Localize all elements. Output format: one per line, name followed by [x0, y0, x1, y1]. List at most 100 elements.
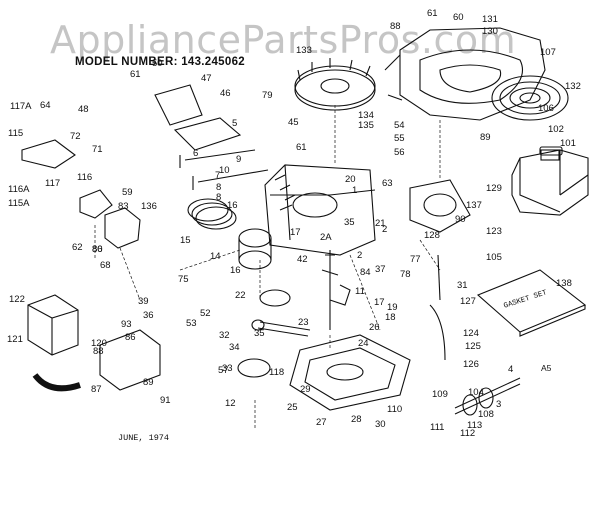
- part-callout-35: 35: [344, 217, 355, 228]
- part-callout-29: 29: [300, 384, 311, 395]
- part-callout-86: 86: [125, 332, 136, 343]
- connecting-rod: [257, 321, 311, 337]
- part-callout-46: 46: [220, 88, 231, 99]
- part-callout-108: 108: [478, 409, 494, 420]
- part-callout-37: 37: [375, 264, 386, 275]
- part-callout-61: 61: [427, 8, 438, 19]
- carburetor: [104, 207, 141, 249]
- breather-assembly: [21, 139, 76, 169]
- part-callout-83: 83: [118, 201, 129, 212]
- part-callout-32: 32: [219, 330, 230, 341]
- valve: [179, 149, 269, 190]
- part-callout-3: 3: [496, 399, 501, 410]
- part-callout-35: 35: [254, 328, 265, 339]
- part-callout-45: 45: [288, 117, 299, 128]
- part-callout-116A: 116A: [8, 184, 30, 195]
- part-callout-27: 27: [316, 417, 327, 428]
- part-callout-57: 57: [218, 365, 229, 376]
- part-callout-116: 116: [77, 172, 92, 183]
- part-callout-120: 120: [91, 338, 107, 349]
- blower-housing: [399, 27, 546, 121]
- part-callout-24: 24: [358, 338, 369, 349]
- part-callout-16: 16: [230, 265, 241, 276]
- air-cleaner: [99, 329, 161, 391]
- part-callout-42: 42: [297, 254, 308, 265]
- head-gasket: [173, 117, 242, 151]
- part-callout-113: 113: [467, 420, 482, 431]
- part-callout-112: 112: [460, 428, 475, 439]
- part-callout-59: 59: [122, 187, 133, 198]
- part-callout-111: 111: [430, 422, 444, 433]
- part-callout-23: 23: [298, 317, 309, 328]
- part-callout-93: 93: [121, 319, 132, 330]
- part-callout-4: 4: [508, 364, 513, 375]
- crankshaft: [321, 250, 351, 330]
- rotating-screen: [491, 75, 569, 121]
- starter: [409, 179, 471, 233]
- part-callout-14: 14: [210, 251, 221, 262]
- part-callout-18: 18: [385, 312, 396, 323]
- part-callout-21: 21: [375, 218, 386, 229]
- part-callout-77: 77: [410, 254, 421, 265]
- part-callout-33: 33: [222, 363, 233, 374]
- part-callout-28: 28: [351, 414, 362, 425]
- part-callout-10: 10: [219, 165, 230, 176]
- model-number: MODEL NUMBER: 143.245062: [75, 56, 245, 68]
- part-callout-88: 88: [93, 346, 104, 357]
- part-callout-89: 89: [480, 132, 491, 143]
- part-callout-63: 63: [382, 178, 393, 189]
- part-callout-31: 31: [457, 280, 468, 291]
- part-callout-62: 62: [72, 242, 83, 253]
- part-callout-123: 123: [486, 226, 502, 237]
- part-callout-124: 124: [463, 328, 479, 339]
- part-callout-19: 19: [387, 302, 398, 313]
- part-callout-84: 84: [360, 267, 371, 278]
- part-callout-131: 131: [482, 14, 498, 25]
- part-callout-6: 6: [193, 148, 198, 159]
- diagram-date: JUNE, 1974: [118, 433, 170, 443]
- part-callout-61: 61: [296, 142, 307, 153]
- part-callout-54: 54: [394, 120, 405, 131]
- fuel-tank: [511, 149, 589, 216]
- part-callout-126: 126: [463, 359, 479, 370]
- cam-gear: [259, 289, 291, 307]
- part-callout-56: 56: [394, 147, 405, 158]
- part-callout-104: 104: [468, 387, 484, 398]
- part-callout-78: 78: [400, 269, 411, 280]
- piston-rings: [187, 198, 229, 222]
- part-callout-130: 130: [482, 26, 498, 37]
- part-callout-79: 79: [262, 90, 273, 101]
- part-callout-55: 55: [394, 133, 405, 144]
- part-callout-52: 52: [200, 308, 211, 319]
- part-callout-106: 106: [538, 103, 554, 114]
- part-callout-2: 2: [382, 224, 387, 235]
- part-callout-89: 89: [143, 377, 154, 388]
- part-callout-136: 136: [141, 201, 157, 212]
- part-callout-91: 91: [160, 395, 171, 406]
- flywheel: [294, 58, 376, 111]
- part-callout-48: 48: [78, 104, 89, 115]
- part-callout-7: 7: [215, 170, 220, 181]
- part-callout-129: 129: [486, 183, 502, 194]
- part-callout-101: 101: [560, 138, 576, 149]
- watermark: AppliancePartsPros.com: [50, 18, 517, 62]
- part-callout-90: 90: [455, 214, 466, 225]
- part-callout-8: 8: [216, 192, 221, 203]
- part-callout-75: 75: [178, 274, 189, 285]
- part-callout-132: 132: [565, 81, 581, 92]
- pto-shaft: [454, 377, 521, 415]
- oil-fill-tube: [429, 304, 446, 361]
- part-callout-5: 5: [232, 118, 237, 129]
- part-callout-87: 87: [91, 384, 102, 395]
- part-callout-68: 68: [100, 260, 111, 271]
- part-callout-53: 53: [186, 318, 197, 329]
- part-callout-125: 125: [465, 341, 481, 352]
- part-callout-135: 135: [358, 120, 374, 131]
- part-callout-102: 102: [548, 124, 564, 135]
- part-callout-12: 12: [225, 398, 236, 409]
- sheet-mark: A5: [541, 363, 552, 373]
- part-callout-105: 105: [486, 252, 502, 263]
- part-callout-47: 47: [201, 73, 212, 84]
